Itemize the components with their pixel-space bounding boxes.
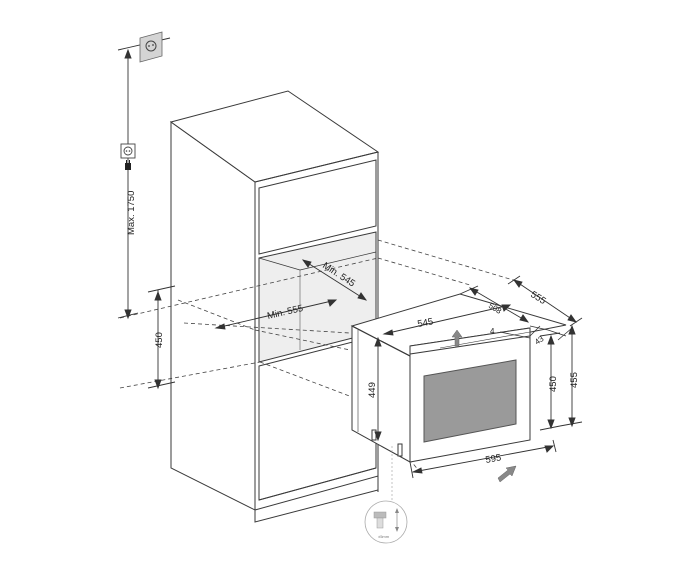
niche-height-dimension: [147, 285, 176, 390]
max-height-dimension: [117, 37, 171, 320]
cabinet-side-face: [170, 121, 256, 511]
appliance-depth-outer-dimension: [507, 275, 583, 327]
appliance-width-top-label: 545: [417, 316, 435, 330]
offset-small-label: 4: [490, 327, 495, 336]
cabinet-plinth: [254, 475, 379, 523]
appliance-height-front-dimension: [539, 332, 561, 431]
mains-plug-icon: [120, 143, 136, 170]
appliance-height-left-label: 449: [367, 382, 378, 398]
niche-depth-dimension: [301, 259, 368, 301]
airflow-up-arrow-icon: [451, 329, 463, 347]
tall-cabinet: [169, 90, 380, 523]
wall-socket-icon: [139, 31, 163, 63]
appliance-height-left-dimension: [374, 336, 382, 442]
appliance-glass-door: [423, 359, 517, 443]
appliance-height-total-label: 455: [569, 372, 580, 388]
airflow-inlet-arrow-icon: [497, 465, 517, 483]
appliance-height-front-label: 450: [548, 376, 559, 392]
appliance-height-total-dimension: [559, 324, 583, 428]
detail-caption: ±5mm: [378, 534, 390, 539]
niche-width-dimension: [214, 299, 338, 330]
appliance-depth-inner-dimension: [459, 285, 530, 323]
appliance-width-bottom-label: 595: [485, 452, 503, 466]
max-height-label: Max. 1750: [126, 191, 137, 235]
adjustable-foot-detail-icon: [364, 500, 408, 544]
appliance-foot: [371, 429, 377, 441]
appliance-foot: [397, 443, 403, 457]
appliance: [350, 293, 567, 463]
niche-height-label: 450: [154, 332, 165, 348]
appliance-width-bottom-dimension: [409, 439, 557, 479]
appliance-width-top-dimension: [382, 304, 512, 336]
cabinet-upper-door: [258, 159, 377, 255]
